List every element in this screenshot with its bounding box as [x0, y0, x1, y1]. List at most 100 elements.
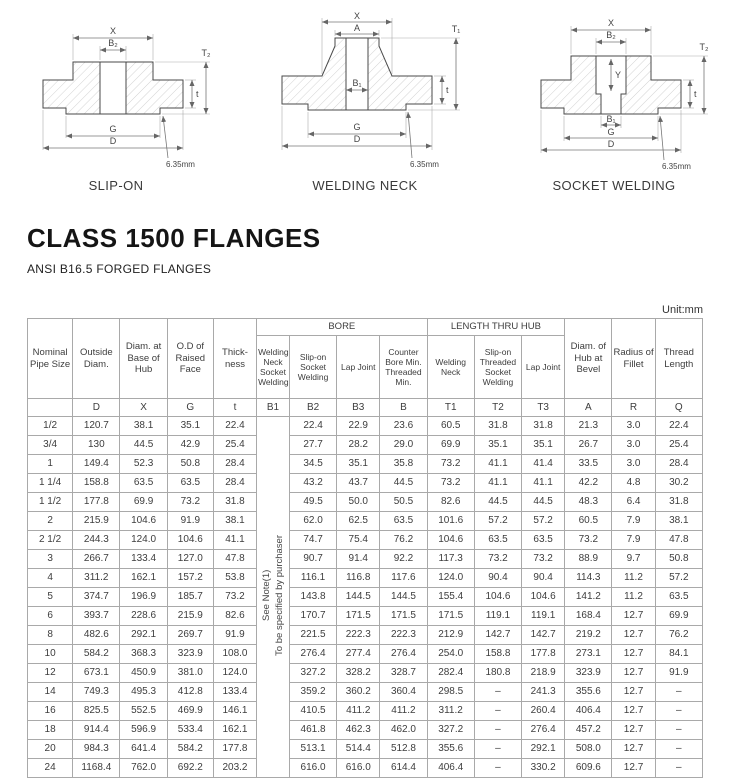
value-cell: 130	[72, 435, 121, 455]
value-cell: 76.2	[379, 530, 428, 550]
value-cell: 4.8	[611, 473, 656, 493]
value-cell: 596.9	[119, 720, 168, 740]
pipe-size-cell: 2 1/2	[26, 530, 74, 550]
value-cell: 12.7	[611, 739, 656, 759]
value-cell: 276.4	[379, 644, 428, 664]
value-cell: 35.1	[521, 435, 566, 455]
extension-lines	[42, 34, 210, 150]
header-hub-slip-on: Slip-on Threaded Socket Welding	[473, 335, 523, 399]
dim-label-y: Y	[615, 70, 621, 80]
value-cell: 609.6	[564, 758, 613, 778]
value-cell: 311.2	[72, 568, 121, 588]
group-header-bore: BORE	[256, 318, 428, 336]
value-cell: 12.7	[611, 625, 656, 645]
dimension-lines	[282, 19, 459, 159]
value-cell: 43.7	[336, 473, 381, 493]
value-cell: 22.9	[336, 416, 381, 436]
value-cell: 984.3	[72, 739, 121, 759]
value-cell: 44.5	[473, 492, 523, 512]
value-cell: 34.5	[288, 454, 338, 474]
value-cell: –	[654, 720, 704, 740]
value-cell: 177.8	[72, 492, 121, 512]
value-cell: 292.1	[119, 625, 168, 645]
value-cell: 7.9	[611, 511, 656, 531]
value-cell: 3.0	[611, 435, 656, 455]
dim-label-t1: T₁	[452, 24, 461, 34]
value-cell: –	[654, 682, 704, 702]
diagram-caption-socket-welding: SOCKET WELDING	[552, 178, 676, 193]
value-cell: 49.5	[288, 492, 338, 512]
value-cell: –	[473, 682, 523, 702]
value-cell: 171.5	[379, 606, 428, 626]
value-cell: 168.4	[564, 606, 613, 626]
diagram-welding-neck: X A B₁ G D t T₁ 6.35mm WELDING NECK	[260, 11, 470, 193]
value-cell: 508.0	[564, 739, 613, 759]
value-cell: 149.4	[72, 454, 121, 474]
header-bore-welding-neck: Welding Neck Socket Welding	[256, 335, 290, 399]
value-cell: 53.8	[212, 568, 258, 588]
value-cell: 282.4	[426, 663, 475, 683]
value-cell: 495.3	[119, 682, 168, 702]
extension-lines	[540, 26, 708, 153]
value-cell: 12.7	[611, 682, 656, 702]
value-cell: 91.9	[212, 625, 258, 645]
value-cell: 513.1	[288, 739, 338, 759]
value-cell: 42.2	[564, 473, 613, 493]
value-cell: 104.6	[473, 587, 523, 607]
pipe-size-cell: 8	[26, 625, 74, 645]
header-hub-lap-joint: Lap Joint	[521, 335, 566, 399]
value-cell: 360.4	[379, 682, 428, 702]
value-cell: 31.8	[521, 416, 566, 436]
value-cell: 298.5	[426, 682, 475, 702]
value-cell: 276.4	[521, 720, 566, 740]
value-cell: –	[473, 758, 523, 778]
diagram-caption-welding-neck: WELDING NECK	[312, 178, 418, 193]
dim-label-a: A	[354, 23, 360, 33]
value-cell: 616.0	[336, 758, 381, 778]
value-cell: 104.6	[426, 530, 475, 550]
header-thickness: Thick-ness	[212, 318, 258, 399]
value-cell: 162.1	[119, 568, 168, 588]
value-cell: 124.0	[426, 568, 475, 588]
pipe-size-cell: 1/2	[26, 416, 74, 436]
symbol-cell: B2	[288, 398, 338, 417]
value-cell: 462.0	[379, 720, 428, 740]
value-cell: 25.4	[212, 435, 258, 455]
value-cell: 144.5	[336, 587, 381, 607]
value-cell: 50.0	[336, 492, 381, 512]
welding-neck-drawing: X A B₁ G D t T₁ 6.35mm	[281, 11, 461, 169]
value-cell: 62.5	[336, 511, 381, 531]
value-cell: 26.7	[564, 435, 613, 455]
value-cell: 146.1	[212, 701, 258, 721]
value-cell: 323.9	[564, 663, 613, 683]
symbol-cell: R	[611, 398, 656, 417]
value-cell: 323.9	[166, 644, 214, 664]
symbol-cell: T3	[521, 398, 566, 417]
b1-note-cell: See Note(1)To be specified by purchaser	[256, 416, 290, 778]
value-cell: 133.4	[212, 682, 258, 702]
dim-label-face-height: 6.35mm	[662, 162, 691, 170]
value-cell: 104.6	[119, 511, 168, 531]
value-cell: 25.4	[654, 435, 704, 455]
group-header-length-thru-hub: LENGTH THRU HUB	[426, 318, 566, 336]
value-cell: 254.0	[426, 644, 475, 664]
header-od-raised-face: O.D of Raised Face	[166, 318, 214, 399]
value-cell: 411.2	[379, 701, 428, 721]
value-cell: 616.0	[288, 758, 338, 778]
value-cell: 219.2	[564, 625, 613, 645]
value-cell: 469.9	[166, 701, 214, 721]
value-cell: 222.3	[379, 625, 428, 645]
header-bore-lap-joint: Lap Joint	[336, 335, 381, 399]
value-cell: 692.2	[166, 758, 214, 778]
value-cell: 22.4	[212, 416, 258, 436]
value-cell: 177.8	[212, 739, 258, 759]
pipe-size-cell: 14	[26, 682, 74, 702]
value-cell: 482.6	[72, 625, 121, 645]
